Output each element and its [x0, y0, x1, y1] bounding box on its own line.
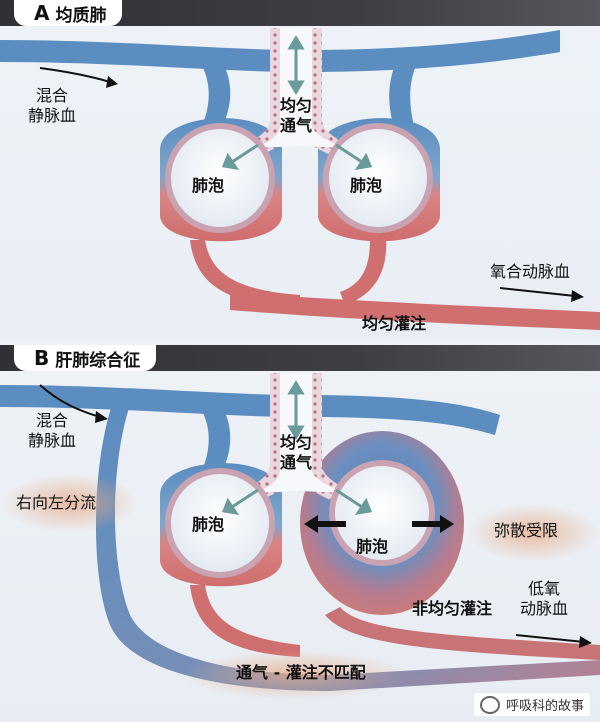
- panel-a-diagram: [0, 28, 600, 330]
- right-feeder-vessel: [389, 55, 422, 130]
- panel-b-header: B 肝肺综合征: [0, 345, 600, 371]
- panel-a: A 均质肺 混合 静脉血 均匀 通气 肺泡 肺泡 氧合动脉血 均匀灌注: [0, 0, 600, 340]
- wechat-icon: [479, 695, 500, 714]
- left-arterial-vessel: [190, 585, 300, 657]
- mixed-venous-label: 混合 静脉血: [28, 86, 77, 125]
- venous-flow-arrow: [39, 67, 111, 83]
- panel-a-title: 均质肺: [55, 5, 107, 26]
- watermark: 呼吸科的故事: [473, 693, 590, 716]
- oxygenated-blood-label: 氧合动脉血: [490, 262, 571, 281]
- venous-flow-arrowhead: [95, 411, 108, 423]
- watermark-text: 呼吸科的故事: [505, 699, 584, 714]
- ventilation-arrows: [221, 380, 373, 516]
- uniform-perfusion-label: 均匀灌注: [362, 314, 427, 333]
- diffusion-glow: [466, 503, 600, 563]
- right-arterial-vessel: [340, 240, 387, 305]
- venous-vessel: [0, 385, 500, 435]
- nonuniform-perfusion-label: 非均匀灌注: [412, 599, 493, 618]
- right-alveolus-label: 肺泡: [356, 537, 389, 556]
- ventilation-label: 均匀 通气: [280, 96, 313, 135]
- mixed-venous-label: 混合 静脉血: [28, 411, 77, 450]
- left-feeder-vessel: [195, 400, 231, 475]
- shunt-label: 右向左分流: [16, 493, 97, 512]
- panel-a-title-tab: A 均质肺: [14, 0, 123, 26]
- mismatch-glow: [180, 650, 410, 700]
- venous-flow-arrowhead: [106, 76, 118, 88]
- panel-a-letter: A: [34, 1, 50, 25]
- diffusion-arrows: [304, 515, 454, 533]
- arterial-outflow-vessel: [230, 292, 600, 330]
- ventilation-arrows: [221, 35, 373, 171]
- left-alveolus-label: 肺泡: [192, 176, 225, 195]
- panel-b-letter: B: [34, 346, 50, 370]
- venous-flow-arrow: [39, 384, 101, 418]
- right-alveolus-label: 肺泡: [350, 176, 383, 195]
- ventilation-label: 均匀 通气: [280, 433, 313, 472]
- left-feeder-vessel: [195, 55, 231, 130]
- low-oxygen-blood-label: 低氧 动脉血: [520, 579, 569, 618]
- diffusion-limited-label: 弥散受限: [494, 521, 559, 540]
- arterial-flow-arrow: [515, 634, 585, 643]
- panel-b: B 肝肺综合征 混合 静脉血 均匀 通气 右向左分流 肺泡 肺泡 弥散受限 非均…: [0, 345, 600, 722]
- panel-a-header: A 均质肺: [0, 0, 600, 26]
- arterial-flow-arrowhead: [579, 636, 592, 648]
- vq-mismatch-label: 通气 - 灌注不匹配: [236, 663, 366, 682]
- arterial-flow-arrowhead: [571, 290, 584, 302]
- left-alveolus-label: 肺泡: [192, 515, 225, 534]
- shunt-glow: [0, 473, 140, 533]
- right-alveolus: [329, 460, 435, 566]
- panel-b-title-tab: B 肝肺综合征: [14, 345, 157, 371]
- panel-b-diagram: [0, 373, 600, 691]
- arterial-flow-arrow: [499, 287, 576, 297]
- right-alveolus: [323, 123, 433, 233]
- panel-b-title: 肝肺综合征: [55, 350, 141, 371]
- arterial-outflow-vessel: [325, 607, 600, 660]
